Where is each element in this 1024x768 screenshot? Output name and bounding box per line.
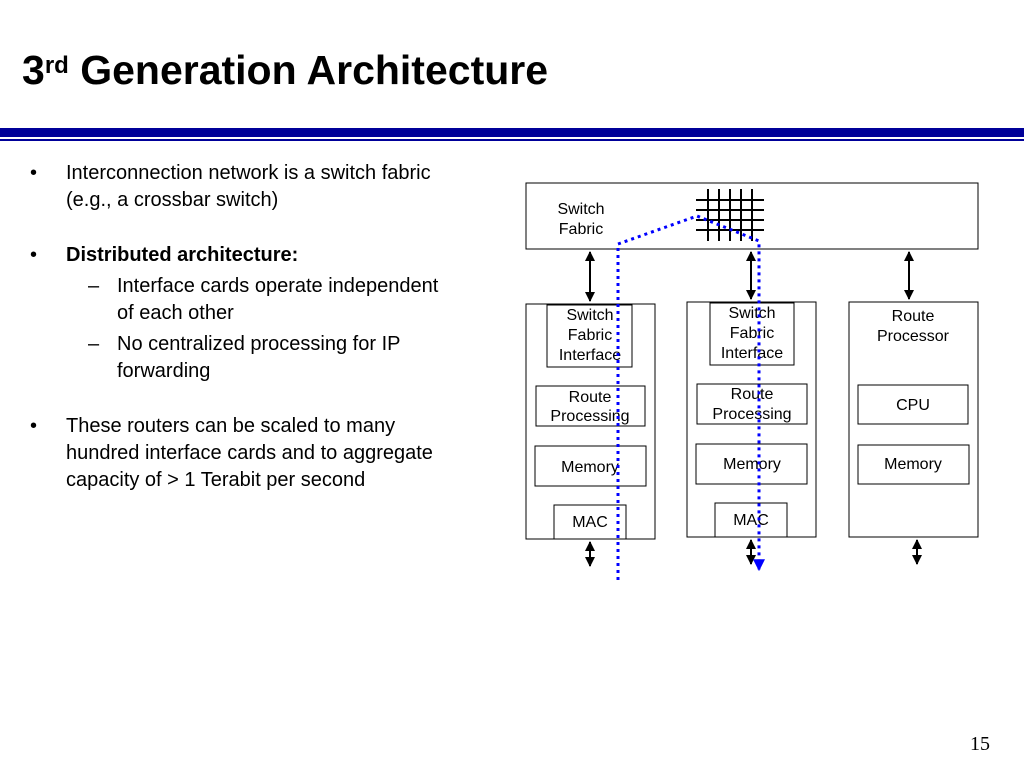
rp-memory-label: Memory	[884, 456, 942, 473]
bullet-scaling: • These routers can be scaled to many hu…	[30, 413, 495, 494]
card1-route-processing-line1: Route	[569, 389, 612, 406]
bullet-text-line: Interconnection network is a switch fabr…	[66, 162, 431, 184]
switch-fabric-label-line2: Fabric	[559, 221, 603, 238]
slide-title: 3rd Generation Architecture	[22, 40, 548, 100]
subbullet-dash: –	[88, 275, 100, 297]
subbullet-text-line: of each other	[117, 302, 234, 324]
packet-path	[616, 214, 765, 580]
crossbar-grid-icon	[696, 189, 764, 241]
subbullet-independent: – Interface cards operate independent of…	[30, 273, 495, 327]
title-superscript: rd	[44, 52, 69, 79]
card1-sfi-line1: Switch	[566, 307, 613, 324]
card1-memory-box	[534, 445, 647, 487]
card2-sfi-box	[709, 302, 795, 366]
rp-memory-box	[857, 444, 970, 485]
bullet-dot: •	[30, 244, 38, 266]
card1-route-processing-line2: Processing	[550, 408, 629, 425]
bullet-interconnection: • Interconnection network is a switch fa…	[30, 160, 495, 214]
bullet-heading: Distributed architecture:	[66, 244, 299, 266]
bullet-dot: •	[30, 162, 38, 184]
cpu-label: CPU	[896, 397, 930, 414]
bullet-list: • Interconnection network is a switch fa…	[30, 160, 495, 494]
cpu-box	[857, 384, 969, 425]
card1-mac-box	[553, 504, 627, 540]
subbullet-no-centralized: – No centralized processing for IP forwa…	[30, 331, 495, 385]
card2-memory-box	[695, 443, 808, 485]
card2-sfi-line3: Interface	[721, 345, 783, 362]
title-rule-thick	[0, 128, 1024, 137]
page-number: 15	[970, 733, 990, 755]
card1-route-processing-box	[535, 385, 646, 427]
subbullet-dash: –	[88, 333, 100, 355]
bullet-text-line: hundred interface cards and to aggregate	[66, 442, 433, 464]
card2-sfi-line2: Fabric	[730, 325, 774, 342]
title-main: 3	[22, 47, 45, 93]
card1-mac-label: MAC	[572, 514, 608, 531]
bullet-text-line: These routers can be scaled to many	[66, 415, 396, 437]
card1-sfi-line3: Interface	[559, 347, 621, 364]
bullet-distributed: • Distributed architecture:	[30, 242, 495, 269]
switch-fabric-label-line1: Switch	[557, 201, 604, 218]
card2-route-processing-line1: Route	[731, 386, 774, 403]
card2-route-processing-box	[696, 383, 808, 425]
card2-sfi-line1: Switch	[728, 305, 775, 322]
card1-memory-label: Memory	[561, 459, 619, 476]
card2-route-processing-line2: Processing	[712, 406, 791, 423]
card2-mac-box	[714, 502, 788, 538]
card2-memory-label: Memory	[723, 456, 781, 473]
card1-sfi-box	[546, 304, 633, 368]
route-processor-title-line1: Route	[892, 308, 935, 325]
subbullet-text-line: Interface cards operate independent	[117, 275, 439, 297]
title-rest: Generation Architecture	[68, 47, 549, 93]
subbullet-text-line: No centralized processing for IP	[117, 333, 401, 355]
title-rule-thin	[0, 139, 1024, 141]
card1-sfi-line2: Fabric	[568, 327, 612, 344]
subbullet-text-line: forwarding	[117, 360, 211, 382]
route-processor-title-line2: Processor	[877, 328, 950, 345]
bullet-text-line: capacity of > 1 Terabit per second	[66, 469, 366, 491]
bullet-dot: •	[30, 415, 38, 437]
bullet-text-line: (e.g., a crossbar switch)	[66, 189, 279, 211]
card2-mac-label: MAC	[733, 512, 769, 529]
